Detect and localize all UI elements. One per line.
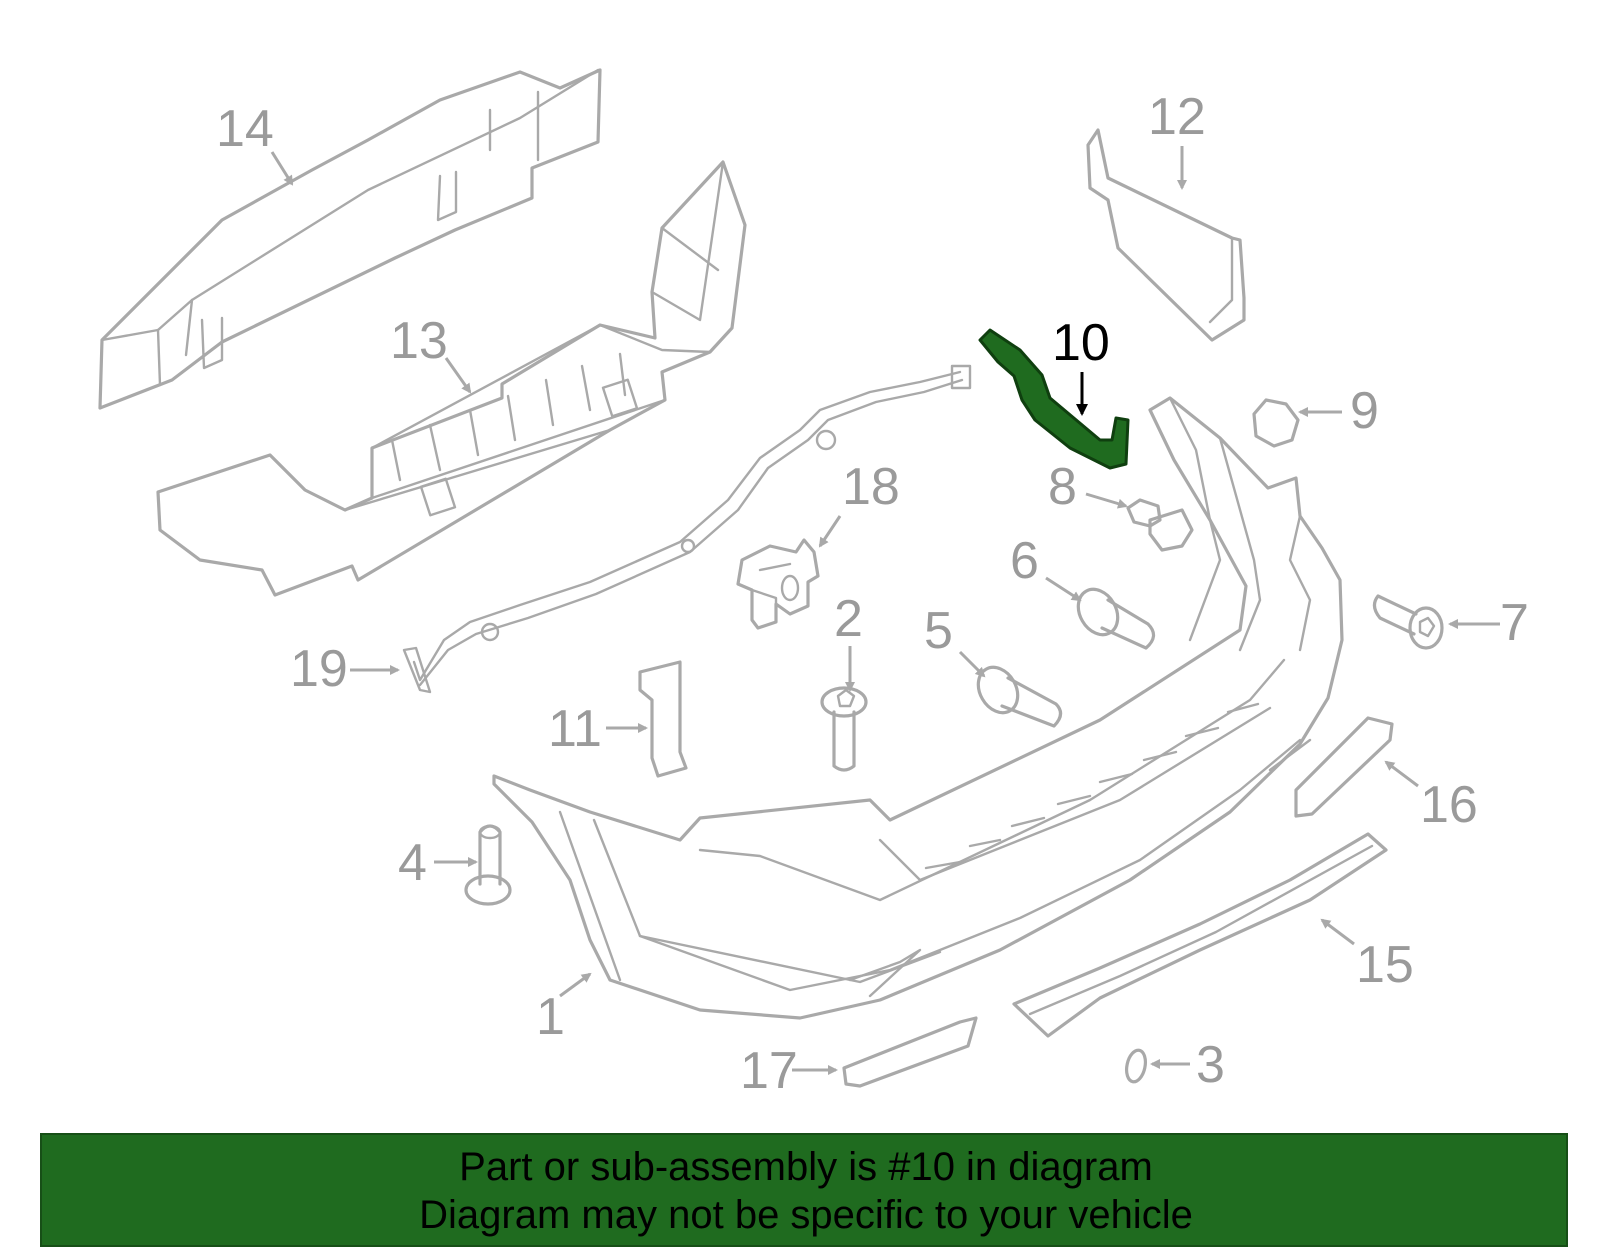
part-7-screw: [1372, 594, 1444, 650]
part-1-bumper-cover: [492, 396, 1344, 1020]
arrow-6: [1045, 576, 1082, 602]
label-1: 1: [536, 988, 565, 1046]
label-13: 13: [390, 312, 448, 370]
label-15: 15: [1356, 936, 1414, 994]
part-3-clip: [1124, 1048, 1148, 1084]
label-10: 10: [1052, 314, 1110, 372]
part-12-bracket: [1086, 128, 1246, 342]
label-9: 9: [1350, 382, 1379, 440]
label-4: 4: [398, 834, 427, 892]
callout-arrows: [270, 146, 1500, 1075]
part-18-sensor-bracket: [736, 538, 820, 630]
part-5-bolt: [976, 665, 1063, 728]
part-10-bracket-highlighted: [978, 328, 1130, 470]
label-18: 18: [842, 458, 900, 516]
label-17: 17: [740, 1042, 798, 1100]
part-19-wiring-harness: [402, 364, 972, 694]
label-16: 16: [1420, 776, 1478, 834]
part-16-reflector: [1294, 716, 1394, 818]
part-11-bracket: [638, 660, 688, 778]
part-9-nut: [1252, 398, 1300, 448]
arrow-18: [818, 515, 842, 548]
arrow-1: [559, 972, 592, 998]
label-19: 19: [290, 640, 348, 698]
part-14-absorber: [98, 68, 602, 410]
banner-disclaimer-line: Diagram may not be specific to your vehi…: [419, 1193, 1193, 1237]
label-14: 14: [216, 100, 274, 158]
banner-part-line: Part or sub-assembly is #10 in diagram: [459, 1145, 1153, 1189]
label-2: 2: [834, 590, 863, 648]
part-6-bolt: [1076, 587, 1156, 650]
part-15-skid-plate: [1012, 832, 1388, 1038]
part-17-reflector: [842, 1016, 978, 1088]
part-13-reinforcement: [156, 160, 747, 597]
part-8-hex-bolt: [1126, 498, 1194, 552]
arrow-15: [1320, 918, 1355, 946]
arrow-8: [1085, 492, 1128, 509]
label-8: 8: [1048, 458, 1077, 516]
callout-labels: 14 13 12 10 9 8 18 6 7 2 5 19 11 4 16 15…: [216, 88, 1529, 1100]
label-6: 6: [1010, 532, 1039, 590]
label-5: 5: [924, 602, 953, 660]
arrow-13: [444, 357, 472, 394]
label-7: 7: [1500, 594, 1529, 652]
arrow-5: [958, 650, 986, 678]
part-info-banner: Part or sub-assembly is #10 in diagram D…: [40, 1133, 1568, 1247]
label-11: 11: [548, 700, 602, 758]
arrow-14: [270, 151, 294, 186]
part-2-screw: [820, 686, 868, 772]
label-12: 12: [1148, 88, 1206, 146]
label-3: 3: [1196, 1036, 1225, 1094]
arrow-16: [1384, 760, 1419, 788]
part-4-rivet: [464, 824, 512, 906]
